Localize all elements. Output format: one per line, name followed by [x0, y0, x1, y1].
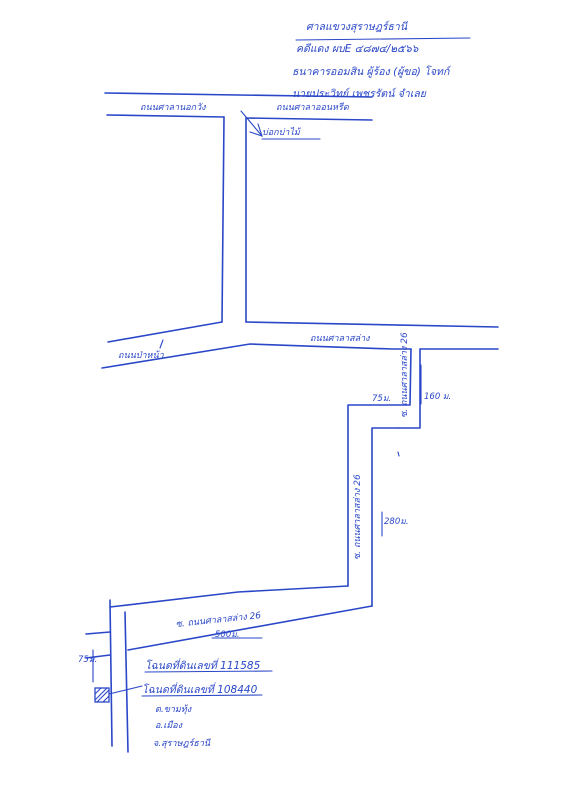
deed-2-underline: [141, 694, 263, 697]
lower-soi: 280ม. ซ. ถนนศาลาสล่าง 26: [353, 427, 409, 607]
deed-number-2: โฉนดที่ดินเลขที่ 108440: [142, 682, 258, 696]
pointer-arrowhead: [249, 123, 263, 137]
landmark-label: บ่อกบ่าไม้: [262, 126, 302, 138]
bottom-vertical-road: 75ม.: [78, 599, 129, 753]
bottom-vertical-right-edge: [124, 611, 129, 753]
defendant-line: นายประวิทย์ เพชรรัตน์ จำเลย: [292, 87, 427, 100]
subdistrict-label: ต.ขามทุ้ง: [155, 704, 192, 715]
district-label: อ.เมือง: [155, 720, 183, 731]
location-info: ต.ขามทุ้ง อ.เมือง จ.สุราษฎร์ธานี: [153, 704, 212, 749]
bottom-road-upper-edge: [109, 585, 349, 608]
left-middle-tick: [159, 339, 164, 349]
pointer-arrow-line: [240, 110, 263, 137]
court-name: ศาลแขวงสุราษฎร์ธานี: [306, 20, 409, 33]
land-plot: [94, 685, 143, 703]
road-label-middle: ถนนศาลาสล่าง: [310, 334, 370, 344]
deed-1-underline: [144, 670, 273, 673]
road-label-bottom: ซ. ถนนศาลาสล่าง 26: [175, 611, 262, 630]
upper-soi: 160 ม. 75ม. ซ. ถนนศาลาสล่าง 26: [347, 332, 451, 587]
connector-road: [221, 116, 247, 323]
middle-road-right-upper: [245, 321, 499, 328]
upper-soi-left-edge: [347, 348, 412, 587]
deed-number-1: โฉนดที่ดินเลขที่ 111585: [145, 658, 261, 672]
top-road-line-lower-left: [106, 114, 225, 118]
road-label-vertical-upper: ซ. ถนนศาลาสล่าง 26: [400, 332, 410, 418]
top-road-line-lower-right: [245, 117, 373, 121]
soi-marker-dot: [397, 451, 400, 457]
plaintiff-line: ธนาคารออมสิน ผู้ร้อง (ผู้ขอ) โจทก์: [292, 65, 451, 78]
middle-road-lower: [101, 343, 412, 369]
case-header: ศาลแขวงสุราษฎร์ธานี คดีแดง ผบE ๔๘๗๔/๒๕๖๖…: [292, 20, 471, 100]
bottom-road-stub-upper: [85, 631, 111, 635]
distance-75-mid: 75ม.: [372, 394, 391, 404]
bottom-road: ซ. ถนนศาลาสล่าง 26 500ม.: [85, 585, 373, 659]
plot-leader-line: [108, 685, 143, 695]
plot-outline: [94, 687, 110, 703]
deed-info: โฉนดที่ดินเลขที่ 111585 โฉนดที่ดินเลขที่…: [141, 658, 273, 697]
landmark-pointer: บ่อกบ่าไม้: [240, 110, 321, 140]
upper-soi-right-edge: [397, 348, 421, 429]
bottom-road-stub-lower: [85, 654, 111, 659]
header-underline: [295, 37, 471, 41]
road-label-vertical-lower: ซ. ถนนศาลาสล่าง 26: [353, 474, 363, 560]
distance-160: 160 ม.: [424, 392, 451, 402]
bottom-road-lower-edge: [127, 605, 373, 651]
case-number: คดีแดง ผบE ๔๘๗๔/๒๕๖๖: [296, 43, 420, 55]
connector-road-left-edge: [221, 116, 225, 323]
plot-hatching: [94, 687, 110, 703]
lower-soi-right-edge: [371, 427, 399, 607]
road-label-left-middle: ถนนป่าหน้า: [118, 350, 165, 361]
middle-road-left-upper: [107, 321, 223, 343]
province-label: จ.สุราษฎร์ธานี: [153, 738, 212, 749]
distance-280: 280ม.: [384, 517, 409, 527]
bottom-vertical-left-edge: [109, 599, 113, 747]
distance-500: 500ม.: [215, 630, 240, 640]
distance-75-bottom: 75ม.: [78, 655, 97, 665]
top-road-line-upper: [104, 92, 373, 98]
road-label-top-right: ถนนศาลาออนหรีด: [276, 102, 350, 113]
road-label-top-left: ถนนศาลานอกวัง: [140, 102, 206, 113]
top-road: ถนนศาลานอกวัง ถนนศาลาออนหรีด: [104, 92, 373, 121]
middle-road: ถนนป่าหน้า ถนนศาลาสล่าง: [101, 321, 499, 369]
